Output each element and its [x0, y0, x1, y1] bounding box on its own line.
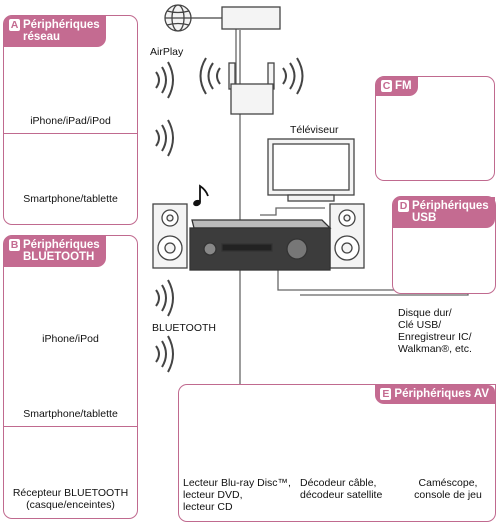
music-note-icon [193, 184, 209, 207]
panel-header: D Périphériques USB [393, 197, 495, 228]
divider [3, 133, 138, 134]
label-smartphone-tablet: Smartphone/tablette [23, 408, 118, 420]
label-smartphone-tablet: Smartphone/tablette [23, 193, 118, 205]
badge-e: E [380, 388, 392, 400]
label-bluray-dvd-cd: Lecteur Blu-ray Disc™, lecteur DVD, lect… [183, 477, 291, 513]
badge-c: C [381, 80, 392, 92]
label-tv: Téléviseur [290, 124, 339, 136]
globe-icon [164, 4, 222, 32]
panel-av-devices: E Périphériques AV [178, 384, 496, 522]
right-speaker-icon [329, 203, 365, 269]
panel-title: Périphériques BLUETOOTH [23, 239, 100, 263]
tv-cable [260, 207, 325, 216]
av-receiver-icon [189, 219, 332, 271]
label-iphone-ipod: iPhone/iPod [42, 333, 99, 345]
modem-icon [221, 6, 281, 30]
label-usb-devices: Disque dur/ Clé USB/ Enregistreur IC/ Wa… [398, 307, 472, 355]
airplay-waves-icon [155, 61, 174, 157]
label-bluetooth: BLUETOOTH [152, 322, 216, 334]
panel-usb-devices: D Périphériques USB [392, 196, 496, 294]
label-cable-satellite: Décodeur câble, décodeur satellite [300, 477, 383, 501]
panel-network-devices: A Périphériques réseau [3, 15, 138, 225]
panel-title: FM [395, 80, 412, 92]
panel-title: Périphériques réseau [23, 19, 100, 43]
router-icon [228, 62, 275, 115]
wifi-waves-icon [199, 57, 304, 95]
badge-b: B [9, 239, 20, 251]
panel-title: Périphériques USB [412, 200, 489, 224]
badge-a: A [9, 19, 20, 31]
divider [3, 426, 138, 427]
label-airplay: AirPlay [150, 46, 184, 58]
badge-d: D [398, 200, 409, 212]
panel-bluetooth-devices: B Périphériques BLUETOOTH [3, 235, 138, 519]
left-speaker-icon [152, 203, 188, 269]
label-bluetooth-receiver: Récepteur BLUETOOTH (casque/enceintes) [12, 487, 129, 511]
panel-header: A Périphériques réseau [4, 16, 106, 47]
label-camcorder-console: Caméscope, console de jeu [414, 477, 482, 501]
panel-header: E Périphériques AV [375, 385, 495, 404]
panel-header: C FM [376, 77, 418, 96]
panel-header: B Périphériques BLUETOOTH [4, 236, 106, 267]
panel-title: Périphériques AV [394, 388, 489, 400]
bluetooth-waves-icon [155, 279, 174, 373]
label-iphone-ipad-ipod: iPhone/iPad/iPod [30, 115, 111, 127]
tv-icon [267, 138, 355, 202]
panel-fm: C FM [375, 76, 495, 181]
